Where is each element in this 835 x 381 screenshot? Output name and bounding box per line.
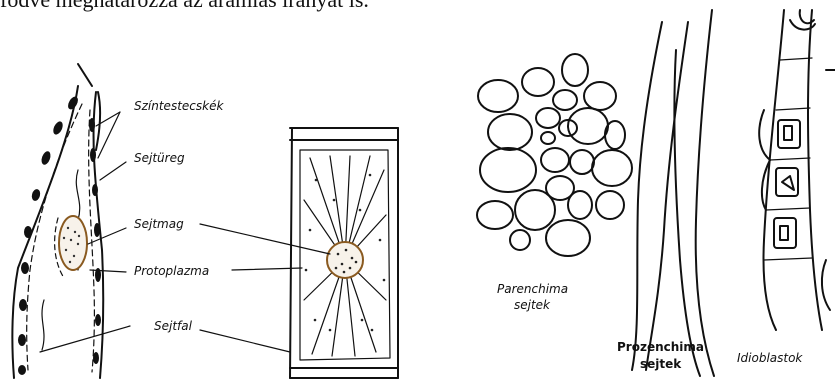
idioblast-cells	[759, 10, 835, 330]
label-sejtfal: Sejtfal	[154, 319, 193, 333]
label-sejtureg: Sejtüreg	[134, 151, 185, 165]
rectangular-cell	[290, 128, 398, 378]
leader-lines-right-cell	[200, 224, 330, 352]
nucleus-left	[59, 216, 87, 270]
label-sejtmag: Sejtmag	[134, 217, 184, 231]
label-parenchima-1: Parenchima	[497, 282, 568, 296]
label-szintestecskek: Színtestecskék	[134, 99, 224, 113]
label-protoplazma: Protoplazma	[134, 264, 209, 278]
elongated-cell	[12, 64, 103, 378]
parenchyma-cells	[477, 54, 632, 256]
label-prozenchima-2: sejtek	[640, 357, 682, 371]
label-idioblastok: Idioblastok	[737, 351, 803, 365]
label-parenchima-2: sejtek	[514, 298, 551, 312]
label-prozenchima-1: Prozenchima	[617, 340, 704, 354]
prosenchyma-cells	[632, 10, 714, 376]
